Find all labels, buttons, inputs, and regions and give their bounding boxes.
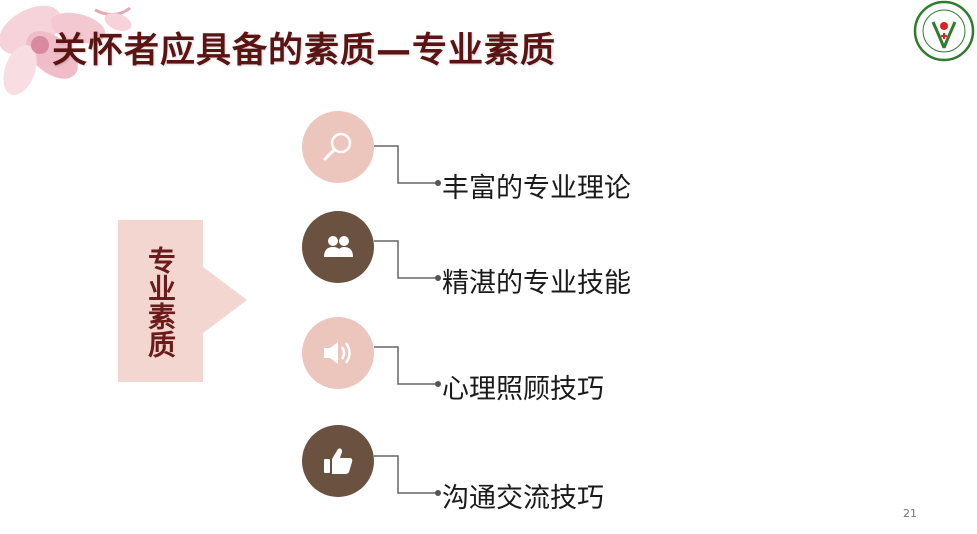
item-4-connector: [374, 455, 441, 496]
page-title: 关怀者应具备的素质—专业素质: [52, 31, 557, 71]
item-2-circle: [302, 211, 374, 283]
category-label: 专业素质: [144, 246, 177, 358]
speaker-icon: [324, 342, 351, 364]
item-3-circle: [302, 317, 374, 389]
page-number: 21: [903, 507, 917, 520]
thumbs-up-icon: [324, 448, 353, 474]
right-arrow-shape: [203, 267, 247, 333]
item-3-connector: [374, 346, 441, 387]
item-1-connector: [374, 145, 441, 186]
hospital-logo: [913, 0, 975, 62]
flower-decoration: [0, 5, 132, 95]
item-4-label: 沟通交流技巧: [442, 483, 604, 514]
item-2-connector: [374, 240, 441, 281]
people-icon: [324, 236, 353, 257]
item-2-label: 精湛的专业技能: [442, 268, 631, 299]
magnifier-icon: [323, 132, 352, 161]
item-1-label: 丰富的专业理论: [442, 173, 631, 204]
item-3-label: 心理照顾技巧: [442, 374, 604, 405]
item-1-circle: [302, 111, 374, 183]
item-4-circle: [302, 425, 374, 497]
category-label-box: [118, 220, 203, 382]
